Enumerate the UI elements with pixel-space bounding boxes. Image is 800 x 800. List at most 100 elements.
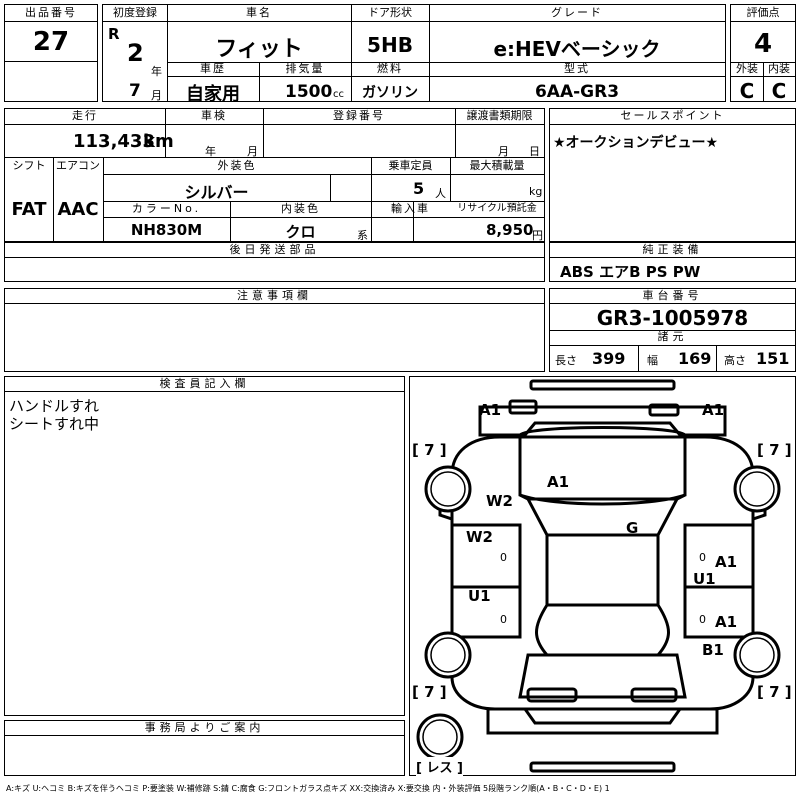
- displacement-value: 1500: [285, 82, 333, 102]
- score-value: 4: [753, 29, 773, 59]
- office-box: 事務局よりご案内: [4, 720, 405, 776]
- legend: A:キズ U:ヘコミ B:キズを伴うヘコミ P:要塗装 W:補修跡 S:錆 C:…: [6, 784, 610, 793]
- car-outline: [416, 379, 781, 773]
- mark-front-right-bumper: A1: [702, 401, 725, 419]
- inspection-label: 車検: [201, 109, 227, 122]
- first-reg-year: 2: [127, 39, 144, 67]
- first-reg-year-unit: 年: [151, 65, 162, 78]
- door-label: ドア形状: [368, 6, 412, 19]
- displacement-unit: cc: [333, 89, 344, 100]
- mark-right-rear-fender: B1: [702, 641, 724, 659]
- tire-rear-left: [ 7 ]: [412, 683, 447, 701]
- transfer-day-unit: 日: [529, 145, 540, 158]
- int-color-unit: 系: [357, 229, 368, 242]
- transfer-month-unit: 月: [498, 145, 509, 158]
- chassis-label: 車台番号: [642, 289, 703, 302]
- mark-front-left-bumper: A1: [479, 401, 502, 419]
- equipment-box: 純正装備 ABS エアB PS PW: [549, 242, 796, 282]
- specs-length-label: 長さ: [555, 354, 577, 367]
- sales-point-value: ★オークションデビュー★: [553, 135, 719, 151]
- history-value: 自家用: [186, 84, 240, 105]
- specs-height-value: 151: [756, 349, 790, 368]
- ext-color-value: シルバー: [184, 183, 249, 202]
- mark-left-front-door: W2: [466, 528, 493, 546]
- inspector-label: 検査員記入欄: [159, 377, 250, 390]
- ext-color-label: 外装色: [217, 159, 257, 172]
- mileage-value: 113,433: [73, 131, 155, 152]
- score-label: 評価点: [746, 6, 780, 19]
- specs-height-label: 高さ: [724, 354, 746, 367]
- int-color-value: クロ: [285, 223, 316, 241]
- color-no-value: NH830M: [130, 221, 203, 239]
- tire-front-left: [ 7 ]: [412, 441, 447, 459]
- inspector-line-1: ハンドルすれ: [9, 397, 100, 415]
- vehicle-header-grid: 初度登録 車名 ドア形状 グレード R 2 年 7 月 フィット 5HB e:H…: [102, 4, 726, 105]
- later-parts-box: 後日発送部品: [4, 242, 545, 282]
- later-parts-label: 後日発送部品: [229, 243, 320, 256]
- inspection-year-unit: 年: [205, 145, 216, 158]
- chassis-box: 車台番号 GR3-1005978 諸元 長さ 399 幅 169 高さ 151: [549, 288, 796, 372]
- mark-left-rear-door: U1: [468, 587, 491, 605]
- spare-tire: [ レス ]: [416, 757, 463, 776]
- grade-label: グレード: [551, 6, 603, 19]
- equipment-label: 純正装備: [642, 243, 703, 256]
- specs-label: 諸元: [657, 330, 688, 343]
- tire-front-right: [ 7 ]: [757, 441, 792, 459]
- transfer-label: 譲渡書類期限: [466, 109, 533, 122]
- handle-left-front: 0: [500, 551, 507, 564]
- door-value: 5HB: [367, 33, 413, 57]
- detail-table: 走行 車検 登録番号 譲渡書類期限 113,433 km 年 月 月 日 シフト…: [4, 108, 545, 242]
- notes-label: 注意事項欄: [237, 289, 312, 302]
- first-reg-label: 初度登録: [113, 6, 157, 19]
- score-ext-value: C: [739, 79, 755, 103]
- capacity-unit: 人: [435, 187, 446, 200]
- chassis-value: GR3-1005978: [596, 306, 749, 330]
- car-name-label: 車名: [246, 6, 272, 19]
- color-no-label: カラーNo.: [131, 202, 202, 215]
- mark-windshield: G: [626, 519, 639, 537]
- aircon-label: エアコン: [56, 159, 100, 172]
- inspection-month-unit: 月: [247, 145, 258, 158]
- specs-width-label: 幅: [647, 354, 658, 367]
- damage-diagram: [ 7 ] [ 7 ] [ 7 ] [ 7 ] [ レス ] A1 A1 A1 …: [409, 376, 796, 776]
- first-reg-month-unit: 月: [151, 89, 162, 102]
- lot-no-box: 出品番号 27: [4, 4, 98, 102]
- reg-no-label: 登録番号: [333, 109, 385, 122]
- tire-rear-right: [ 7 ]: [757, 683, 792, 701]
- score-int-value: C: [771, 79, 787, 103]
- handle-left-rear: 0: [500, 613, 507, 626]
- car-name-value: フィット: [215, 37, 303, 62]
- recycle-value: 8,950: [486, 221, 534, 239]
- sales-point-box: セールスポイント ★オークションデビュー★: [549, 108, 796, 242]
- specs-width-value: 169: [678, 349, 712, 368]
- handle-right-front: 0: [699, 551, 706, 564]
- first-reg-era: R: [108, 25, 120, 43]
- grade-value: e:HEVベーシック: [493, 37, 661, 61]
- office-label: 事務局よりご案内: [144, 721, 265, 734]
- inspector-box: 検査員記入欄 ハンドルすれ シートすれ中: [4, 376, 405, 716]
- mark-right-front-door-u1: U1: [693, 570, 716, 588]
- aircon-value: AAC: [57, 199, 99, 220]
- max-load-unit: kg: [529, 185, 543, 198]
- shift-value: FAT: [11, 199, 47, 220]
- lot-no-label: 出品番号: [25, 6, 77, 19]
- displacement-label: 排気量: [285, 62, 325, 75]
- first-reg-month: 7: [129, 81, 141, 101]
- sales-point-label: セールスポイント: [620, 109, 725, 122]
- recycle-unit: 円: [532, 229, 543, 242]
- mark-right-rear-door: A1: [715, 613, 738, 631]
- handle-right-rear: 0: [699, 613, 706, 626]
- recycle-label: リサイクル預託金: [457, 203, 537, 214]
- history-label: 車歴: [200, 62, 226, 75]
- score-box: 評価点 4 外装 内装 C C: [730, 4, 796, 103]
- inspector-line-2: シートすれ中: [9, 415, 100, 433]
- header-table: 出品番号 27 初度登録 車名 ドア形状 グレード R 2 年 7 月 フィット…: [4, 4, 796, 105]
- specs-length-value: 399: [592, 349, 626, 368]
- model-code-label: 型式: [564, 62, 590, 75]
- fuel-value: ガソリン: [362, 85, 418, 101]
- capacity-label: 乗車定員: [388, 159, 433, 172]
- int-color-label: 内装色: [281, 202, 320, 215]
- model-code-value: 6AA-GR3: [534, 82, 620, 102]
- mileage-label: 走行: [72, 109, 98, 122]
- max-load-label: 最大積載量: [469, 159, 525, 172]
